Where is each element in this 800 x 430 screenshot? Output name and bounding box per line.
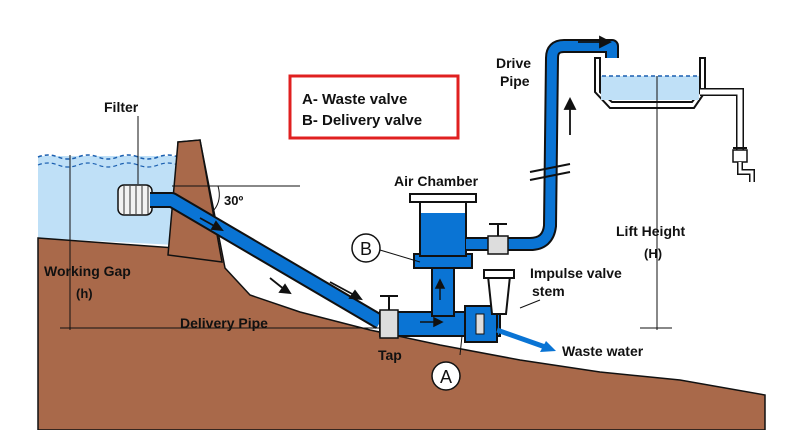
waste-water-jet — [496, 327, 549, 351]
svg-text:B: B — [360, 239, 372, 259]
source-reservoir-surface-2 — [37, 162, 179, 168]
flow-arrows — [199, 35, 613, 301]
waste-valve-element — [475, 313, 485, 335]
leader-lines — [137, 116, 541, 356]
drive-pipe-break-1 — [529, 163, 571, 173]
marker-b: B — [351, 233, 381, 263]
drive-pipe-outline — [466, 39, 619, 251]
drive-pipe-valve-icon — [487, 223, 509, 255]
legend-line-b: B- Delivery valve — [302, 112, 422, 129]
outlet-tap-icon — [732, 147, 755, 182]
source-reservoir-surface — [37, 154, 179, 160]
label-drive-pipe-line1: Drive — [496, 55, 531, 71]
filter-icon — [117, 184, 153, 216]
supply-pipe-water — [150, 194, 384, 328]
label-impulse-valve-line2: stem — [532, 283, 565, 299]
label-working-gap-symbol: (h) — [76, 286, 93, 301]
drive-pipe-break-2 — [529, 171, 571, 181]
working-gap-dimension — [60, 155, 380, 330]
impulse-valve-stem — [486, 275, 512, 315]
air-chamber-air — [421, 201, 465, 213]
label-waste-water: Waste water — [562, 343, 644, 359]
marker-a: A — [431, 361, 461, 391]
label-angle: 30º — [224, 193, 243, 208]
upper-tank-water — [601, 76, 699, 100]
legend-line-a: A- Waste valve — [302, 91, 407, 108]
label-working-gap: Working Gap — [44, 263, 131, 279]
legend-box — [288, 74, 460, 140]
label-lift-height: Lift Height — [616, 223, 686, 239]
label-air-chamber: Air Chamber — [394, 173, 479, 189]
dam-wall — [167, 139, 223, 263]
upper-tank — [594, 57, 706, 109]
svg-text:A: A — [440, 367, 452, 387]
impulse-valve-cap — [483, 269, 515, 279]
label-filter: Filter — [104, 99, 139, 115]
internal-flow-arrows — [420, 278, 446, 328]
source-reservoir-water — [38, 156, 185, 245]
tank-outlet-pipe — [700, 88, 744, 150]
label-drive-pipe-line2: Pipe — [500, 73, 530, 89]
label-tap: Tap — [378, 347, 402, 363]
waste-water-arrow — [540, 341, 556, 352]
lift-height-dimension — [640, 76, 672, 330]
tank-outlet-pipe-inner — [700, 89, 743, 150]
label-impulse-valve-line1: Impulse valve — [530, 265, 622, 281]
air-chamber-top-flange — [409, 193, 477, 203]
drive-pipe-water — [466, 41, 617, 249]
label-lift-height-symbol: (H) — [644, 246, 662, 261]
tap-valve-icon — [379, 295, 399, 339]
angle-indicator — [172, 185, 300, 211]
label-delivery-pipe: Delivery Pipe — [180, 315, 268, 331]
